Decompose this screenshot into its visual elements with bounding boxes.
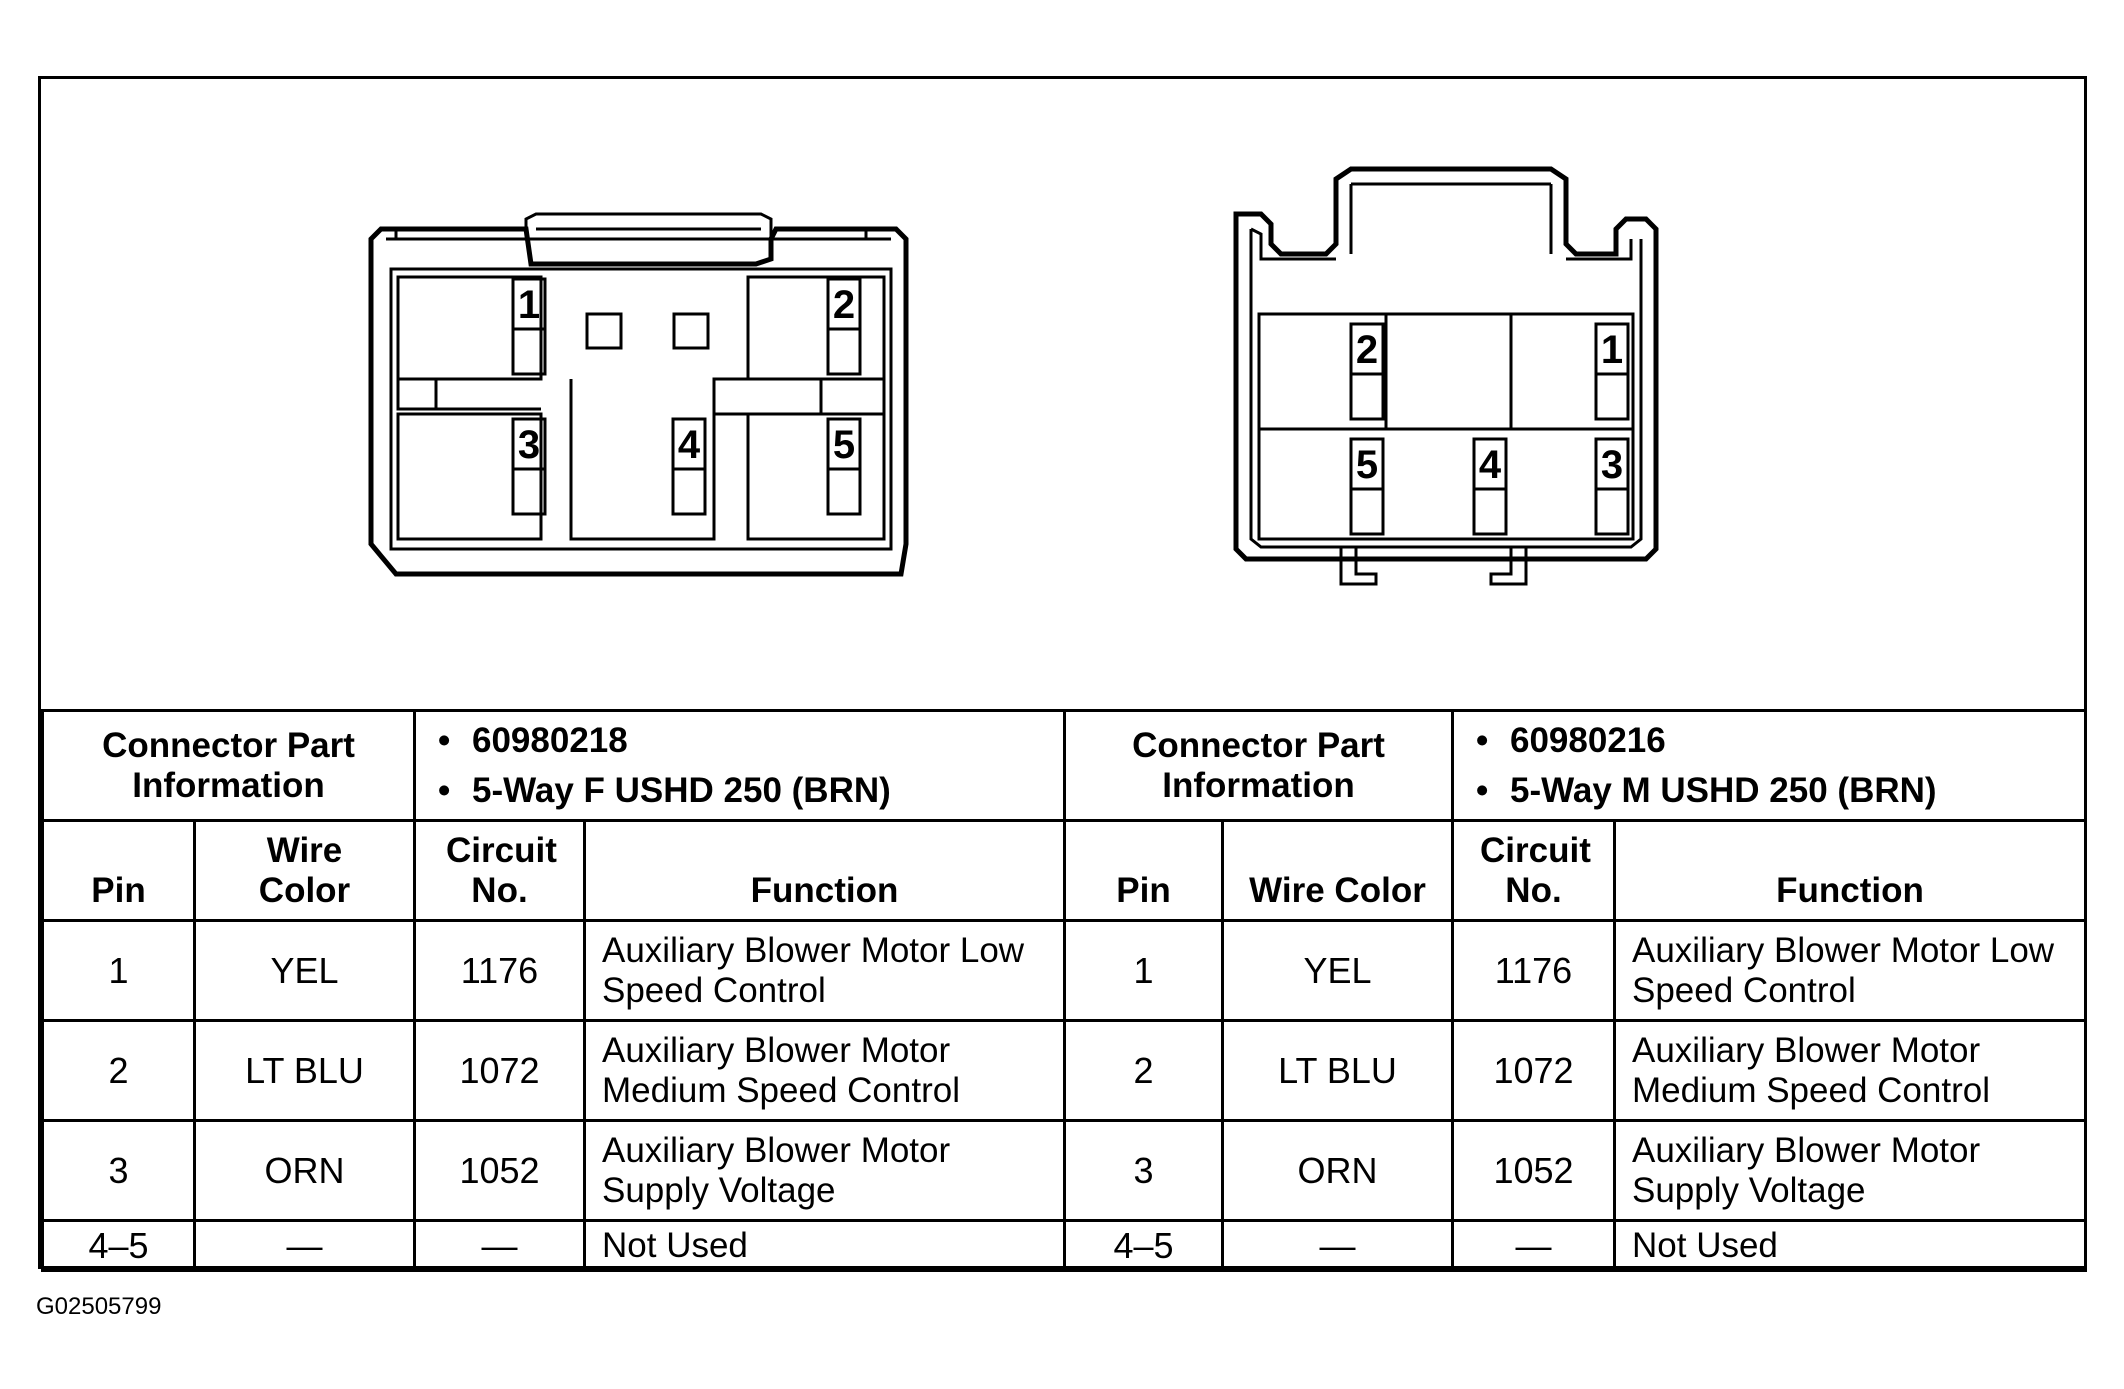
- circuit-cell: 1176: [413, 919, 586, 1022]
- circuit-cell: —: [413, 1219, 586, 1272]
- female-pin-3-label: 3: [518, 423, 540, 467]
- function-line: Medium Speed Control: [602, 1070, 960, 1110]
- header-pin: Pin: [41, 819, 196, 922]
- table-row: 3 ORN 1052 Auxiliary Blower Motor Supply…: [41, 1119, 2088, 1222]
- function-cell: Auxiliary Blower Motor Medium Speed Cont…: [1612, 1019, 2088, 1122]
- circuit-cell: 1072: [413, 1019, 586, 1122]
- header-wire-color: Wire Color: [1221, 819, 1454, 922]
- connector-figure-frame: 1 2 3 4 5 2 1 5: [38, 76, 2088, 1272]
- pin-cell: 3: [41, 1119, 196, 1222]
- function-line: Medium Speed Control: [1632, 1070, 1990, 1110]
- female-pin-4-label: 4: [678, 423, 701, 467]
- connector-info-row: Connector Part Information 60980218 5-Wa…: [41, 709, 2088, 822]
- table-row: 4–5 — — Not Used 4–5 — — Not Used: [41, 1219, 2088, 1272]
- male-pin-5-label: 5: [1356, 443, 1378, 487]
- wire-color-cell: —: [193, 1219, 416, 1272]
- header-circuit-no: Circuit No.: [413, 819, 586, 922]
- female-pin-5-label: 5: [833, 423, 855, 467]
- wire-color-cell: LT BLU: [1221, 1019, 1454, 1122]
- connector-face-views: 1 2 3 4 5 2 1 5: [368, 166, 1659, 586]
- wire-color-cell: YEL: [1221, 919, 1454, 1022]
- function-line: Auxiliary Blower Motor: [602, 1130, 951, 1170]
- pin-cell: 4–5: [1063, 1219, 1224, 1272]
- male-pin-2-label: 2: [1356, 328, 1378, 372]
- connector-1-info-label: Connector Part Information: [41, 709, 416, 822]
- pin-cell: 1: [41, 919, 196, 1022]
- header-function: Function: [583, 819, 1066, 922]
- function-line: Auxiliary Blower Motor Low: [602, 930, 1025, 970]
- function-line: Auxiliary Blower Motor: [602, 1030, 951, 1070]
- female-pin-2-label: 2: [833, 283, 855, 327]
- male-pin-1-label: 1: [1601, 328, 1623, 372]
- function-line: Supply Voltage: [602, 1170, 836, 1210]
- connector-1-description: 5-Way F USHD 250 (BRN): [438, 766, 1063, 816]
- table-row: 2 LT BLU 1072 Auxiliary Blower Motor Med…: [41, 1019, 2088, 1122]
- function-cell: Auxiliary Blower Motor Supply Voltage: [1612, 1119, 2088, 1222]
- header-function: Function: [1612, 819, 2088, 922]
- function-line: Auxiliary Blower Motor: [1632, 1130, 1981, 1170]
- wire-color-cell: —: [1221, 1219, 1454, 1272]
- connector-1-part-number: 60980218: [438, 716, 1063, 766]
- circuit-cell: 1052: [413, 1119, 586, 1222]
- function-cell: Not Used: [1612, 1219, 2088, 1272]
- connector-2-description: 5-Way M USHD 250 (BRN): [1476, 766, 2084, 816]
- function-cell: Not Used: [583, 1219, 1066, 1272]
- circuit-cell: 1176: [1451, 919, 1616, 1022]
- header-pin: Pin: [1063, 819, 1224, 922]
- female-connector-face: 1 2 3 4 5: [368, 212, 909, 577]
- wire-color-cell: YEL: [193, 919, 416, 1022]
- male-pin-3-label: 3: [1601, 443, 1623, 487]
- connector-2-info-label-text: Connector Part Information: [1132, 725, 1385, 805]
- pin-cell: 4–5: [41, 1219, 196, 1272]
- male-pin-4-label: 4: [1479, 443, 1502, 487]
- pin-cell: 2: [41, 1019, 196, 1122]
- wire-color-cell: ORN: [193, 1119, 416, 1222]
- connector-2-info-label: Connector Part Information: [1063, 709, 1454, 822]
- header-circuit-no: Circuit No.: [1451, 819, 1616, 922]
- function-line: Auxiliary Blower Motor Low: [1632, 930, 2055, 970]
- header-wire-color: Wire Color: [193, 819, 416, 922]
- male-connector-face: 2 1 5 4 3: [1233, 166, 1659, 586]
- function-cell: Auxiliary Blower Motor Low Speed Control: [1612, 919, 2088, 1022]
- function-cell: Auxiliary Blower Motor Low Speed Control: [583, 919, 1066, 1022]
- pin-cell: 2: [1063, 1019, 1224, 1122]
- function-cell: Auxiliary Blower Motor Supply Voltage: [583, 1119, 1066, 1222]
- circuit-cell: —: [1451, 1219, 1616, 1272]
- connector-2-part-info: 60980216 5-Way M USHD 250 (BRN): [1450, 709, 2088, 822]
- connector-1-part-info: 60980218 5-Way F USHD 250 (BRN): [413, 709, 1066, 822]
- circuit-cell: 1072: [1451, 1019, 1616, 1122]
- function-line: Auxiliary Blower Motor: [1632, 1030, 1981, 1070]
- connector-1-info-label-text: Connector Part Information: [102, 725, 355, 805]
- pin-cell: 3: [1063, 1119, 1224, 1222]
- wire-color-cell: ORN: [1221, 1119, 1454, 1222]
- function-line: Speed Control: [1632, 970, 1856, 1010]
- figure-code: G02505799: [36, 1293, 162, 1320]
- connector-pinout-table: Connector Part Information 60980218 5-Wa…: [41, 709, 2088, 1272]
- table-row: 1 YEL 1176 Auxiliary Blower Motor Low Sp…: [41, 919, 2088, 1022]
- circuit-cell: 1052: [1451, 1119, 1616, 1222]
- function-cell: Auxiliary Blower Motor Medium Speed Cont…: [583, 1019, 1066, 1122]
- pin-cell: 1: [1063, 919, 1224, 1022]
- female-pin-1-label: 1: [518, 283, 540, 327]
- connector-2-part-number: 60980216: [1476, 716, 2084, 766]
- column-header-row: Pin Wire Color Circuit No. Function Pin …: [41, 819, 2088, 922]
- function-line: Speed Control: [602, 970, 826, 1010]
- function-line: Supply Voltage: [1632, 1170, 1866, 1210]
- wire-color-cell: LT BLU: [193, 1019, 416, 1122]
